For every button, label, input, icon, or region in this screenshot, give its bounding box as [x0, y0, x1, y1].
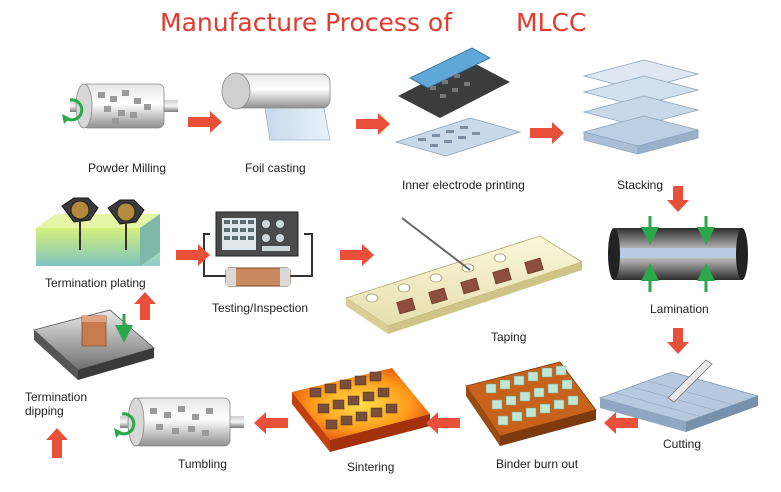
inner-electrode-printing-illustration [394, 47, 522, 157]
step-label-inner-electrode-printing: Inner electrode printing [402, 178, 525, 192]
step-label-termination-plating: Termination plating [45, 276, 146, 290]
step-label-sintering: Sintering [347, 460, 395, 474]
tumbling-illustration [120, 397, 244, 447]
step-label-taping: Taping [491, 330, 527, 344]
lamination-illustration [608, 216, 748, 292]
step-label-cutting: Cutting [663, 437, 702, 451]
step-label-powder-milling: Powder Milling [88, 161, 167, 175]
termination-dipping-illustration [33, 309, 155, 380]
step-label-foil-casting: Foil casting [245, 161, 306, 175]
rotate-arrow-icon [65, 98, 84, 122]
step-label-tumbling: Tumbling [178, 457, 227, 471]
binder-burn-out-illustration [465, 361, 597, 446]
step-label-termination-dipping: Termination dipping [25, 390, 88, 418]
step-label-binder-burn-out: Binder burn out [496, 457, 579, 471]
step-label-stacking: Stacking [617, 178, 664, 192]
diagram-title: Manufacture Process of MLCC [160, 8, 586, 37]
step-label-testing-inspection: Testing/Inspection [212, 301, 309, 315]
stacking-illustration [582, 59, 700, 155]
title-part2: MLCC [516, 8, 587, 37]
testing-inspection-illustration [203, 211, 313, 287]
termination-plating-illustration [36, 197, 160, 266]
taping-illustration [345, 217, 583, 334]
cutting-illustration [598, 359, 760, 432]
powder-milling-illustration [70, 83, 178, 129]
sintering-illustration [292, 368, 430, 452]
foil-casting-illustration [221, 72, 331, 141]
rotate-arrow-icon [117, 412, 136, 436]
flow-arrow-icon [46, 111, 689, 458]
title-part1: Manufacture Process of [160, 8, 453, 37]
step-label-lamination: Lamination [650, 302, 709, 316]
